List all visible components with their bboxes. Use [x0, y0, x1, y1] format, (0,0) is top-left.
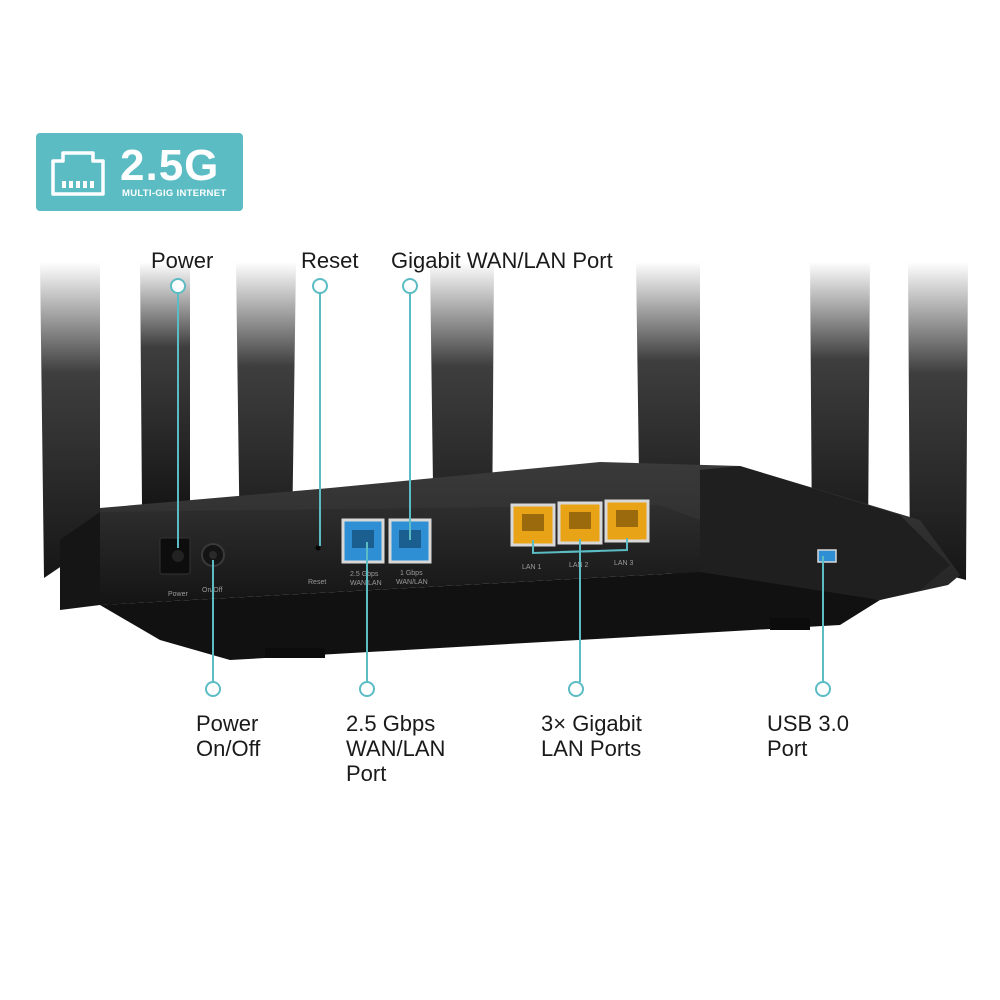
panel-label-power: Power	[168, 591, 189, 598]
panel-label-wan25-1: 2.5 Gbps	[350, 571, 379, 578]
panel-label-lan2: LAN 2	[569, 562, 589, 569]
callout-power-onoff: Power On/Off	[196, 711, 261, 761]
antenna	[40, 262, 100, 578]
panel-label-lan3: LAN 3	[614, 560, 634, 567]
callout-wan-2-5: 2.5 Gbps WAN/LAN Port	[346, 711, 446, 786]
callout-reset: Reset	[301, 248, 359, 273]
antenna	[140, 262, 190, 505]
badge-value: 2.5G	[120, 141, 220, 190]
antenna	[810, 262, 870, 540]
usb-port	[817, 549, 837, 563]
callout-power: Power	[151, 248, 214, 273]
antenna	[236, 262, 296, 560]
panel-label-lan1: LAN 1	[522, 564, 542, 571]
antenna	[908, 262, 968, 580]
callout-usb: USB 3.0 Port	[767, 711, 849, 761]
callout-lan-ports: 3× Gigabit LAN Ports	[541, 711, 642, 761]
leader-lines	[170, 278, 831, 697]
panel-label-wan1-1: 1 Gbps	[400, 570, 423, 577]
panel-label-wan1-2: WAN/LAN	[396, 579, 428, 586]
badge-caption: MULTI-GIG INTERNET	[122, 188, 227, 199]
multi-gig-badge: 2.5G MULTI-GIG INTERNET	[36, 133, 243, 211]
ethernet-port-icon	[51, 151, 105, 196]
panel-label-reset: Reset	[308, 579, 326, 586]
callout-gigabit-wan-lan: Gigabit WAN/LAN Port	[391, 248, 613, 273]
panel-label-wan25-2: WAN/LAN	[350, 580, 382, 587]
